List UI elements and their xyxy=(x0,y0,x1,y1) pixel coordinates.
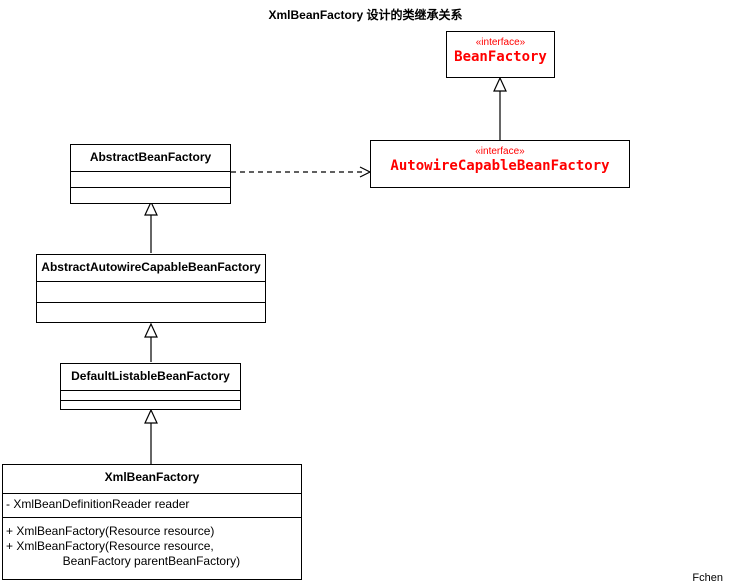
diagram-title: XmlBeanFactory 设计的类继承关系 xyxy=(268,8,463,22)
node-xml-bean-factory-operation-2: BeanFactory parentBeanFactory) xyxy=(6,554,241,568)
edge-acbf-to-bf xyxy=(493,76,507,140)
node-abstract-bean-factory-operations xyxy=(71,187,230,203)
node-autowire-capable-bean-factory-name: AutowireCapableBeanFactory xyxy=(390,158,610,174)
node-abstract-bean-factory-name: AbstractBeanFactory xyxy=(89,150,212,164)
edge-dlbf-to-aacbf xyxy=(144,322,158,362)
node-xml-bean-factory[interactable]: XmlBeanFactory - XmlBeanDefinitionReader… xyxy=(2,464,302,580)
node-default-listable-bean-factory-name: DefaultListableBeanFactory xyxy=(71,369,230,383)
node-abstract-bean-factory[interactable]: AbstractBeanFactory xyxy=(70,144,231,204)
node-abstract-autowire-capable-bean-factory-operations xyxy=(37,302,265,322)
node-xml-bean-factory-name: XmlBeanFactory xyxy=(104,470,200,484)
node-abstract-autowire-capable-bean-factory[interactable]: AbstractAutowireCapableBeanFactory xyxy=(36,254,266,323)
edge-xbf-to-dlbf xyxy=(144,408,158,464)
node-bean-factory-header: «interface» BeanFactory xyxy=(447,32,554,71)
node-xml-bean-factory-operations: + XmlBeanFactory(Resource resource) + Xm… xyxy=(3,517,301,579)
edge-aacbf-to-abf xyxy=(144,200,158,253)
node-default-listable-bean-factory[interactable]: DefaultListableBeanFactory xyxy=(60,363,241,410)
node-autowire-capable-bean-factory-header: «interface» AutowireCapableBeanFactory xyxy=(371,141,629,180)
node-abstract-autowire-capable-bean-factory-attributes xyxy=(37,281,265,302)
edge-abf-to-acbf xyxy=(231,166,372,178)
node-xml-bean-factory-operation-1: + XmlBeanFactory(Resource resource, xyxy=(6,539,214,553)
node-abstract-autowire-capable-bean-factory-name: AbstractAutowireCapableBeanFactory xyxy=(41,260,261,274)
node-xml-bean-factory-operation-0: + XmlBeanFactory(Resource resource) xyxy=(6,524,215,538)
node-bean-factory[interactable]: «interface» BeanFactory xyxy=(446,31,555,78)
node-xml-bean-factory-attributes: - XmlBeanDefinitionReader reader xyxy=(3,493,301,517)
node-bean-factory-name: BeanFactory xyxy=(454,49,547,65)
author-credit: Fchen xyxy=(692,572,723,584)
node-abstract-bean-factory-attributes xyxy=(71,171,230,187)
node-autowire-capable-bean-factory-stereotype: «interface» xyxy=(475,146,525,157)
node-xml-bean-factory-attribute-0: - XmlBeanDefinitionReader reader xyxy=(6,497,190,511)
node-bean-factory-stereotype: «interface» xyxy=(475,37,526,48)
node-autowire-capable-bean-factory[interactable]: «interface» AutowireCapableBeanFactory xyxy=(370,140,630,188)
node-default-listable-bean-factory-attributes xyxy=(61,390,240,400)
node-default-listable-bean-factory-operations xyxy=(61,400,240,409)
